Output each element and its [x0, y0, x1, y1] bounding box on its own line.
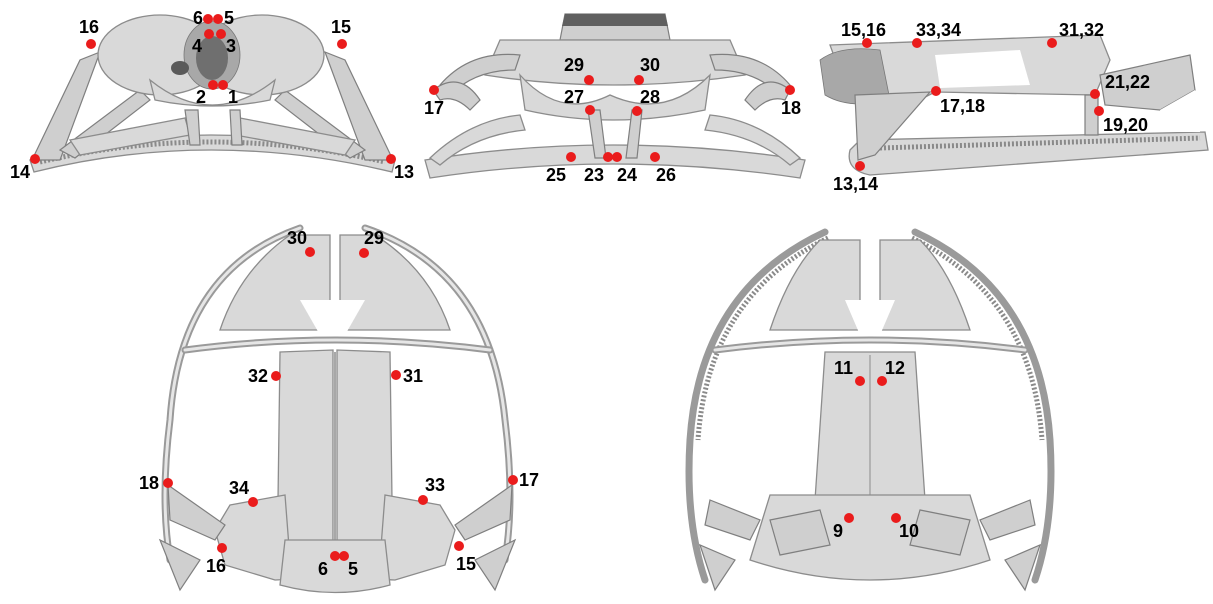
landmark-dot-15	[454, 541, 464, 551]
landmark-label-23: 23	[584, 165, 604, 185]
landmark-label-5: 5	[224, 8, 234, 28]
landmark-label-17-18: 17,18	[940, 96, 985, 116]
landmark-label-24: 24	[617, 165, 637, 185]
landmark-dot-3	[216, 29, 226, 39]
landmark-dot-15	[337, 39, 347, 49]
landmark-dot-33	[418, 495, 428, 505]
landmark-dot-24	[612, 152, 622, 162]
landmark-label-2: 2	[196, 87, 206, 107]
landmark-dot-34	[248, 497, 258, 507]
landmark-dot-2	[208, 80, 218, 90]
landmark-dot-1	[218, 80, 228, 90]
landmark-label-15: 15	[331, 17, 351, 37]
landmark-dot-28	[632, 106, 642, 116]
landmark-label-31-32: 31,32	[1059, 20, 1104, 40]
landmark-label-5: 5	[348, 559, 358, 579]
landmark-dot-16	[217, 543, 227, 553]
ventral-view-panel: 11 12 9 10	[689, 232, 1051, 590]
landmark-dot-30	[634, 75, 644, 85]
landmark-label-16: 16	[206, 556, 226, 576]
landmark-dot-32	[271, 371, 281, 381]
landmark-dot-21-22	[1090, 89, 1100, 99]
dorsal-skull-illustration	[160, 228, 515, 593]
landmark-label-33: 33	[425, 475, 445, 495]
landmark-label-34: 34	[229, 478, 249, 498]
landmark-label-14: 14	[10, 162, 30, 182]
landmark-label-6: 6	[318, 559, 328, 579]
landmark-dot-18	[785, 85, 795, 95]
dorsal-view-panel: 30 29 32 31 18 17 34 33 16 15 6 5	[139, 228, 539, 593]
landmark-dot-27	[585, 105, 595, 115]
landmark-label-12: 12	[885, 358, 905, 378]
landmark-dot-14	[30, 154, 40, 164]
landmark-label-33-34: 33,34	[916, 20, 961, 40]
landmark-dot-16	[86, 39, 96, 49]
landmark-dot-13-14	[855, 161, 865, 171]
landmark-dot-6	[330, 551, 340, 561]
landmark-dot-6	[203, 14, 213, 24]
landmark-dot-18	[163, 478, 173, 488]
landmark-label-32: 32	[248, 366, 268, 386]
landmark-label-16: 16	[79, 17, 99, 37]
lateral-skull-illustration	[820, 35, 1208, 175]
landmark-dot-30	[305, 247, 315, 257]
anterior-view-panel: 29 30 27 28 17 18 25 23 24 26	[424, 14, 805, 185]
landmark-dot-23	[603, 152, 613, 162]
landmark-label-10: 10	[899, 521, 919, 541]
landmark-label-27: 27	[564, 87, 584, 107]
landmark-dot-4	[204, 29, 214, 39]
landmark-label-9: 9	[833, 521, 843, 541]
landmark-dot-17-18	[931, 86, 941, 96]
landmark-label-25: 25	[546, 165, 566, 185]
posterior-view-panel: 6 5 4 3 2 1 16 15 14 13	[10, 8, 414, 182]
landmark-label-19-20: 19,20	[1103, 115, 1148, 135]
landmark-dot-9	[844, 513, 854, 523]
landmark-dot-31-32	[1047, 38, 1057, 48]
landmark-label-31: 31	[403, 366, 423, 386]
landmark-dot-29	[359, 248, 369, 258]
landmark-label-26: 26	[656, 165, 676, 185]
landmark-dot-11	[855, 376, 865, 386]
landmark-label-3: 3	[226, 36, 236, 56]
landmark-label-29: 29	[564, 55, 584, 75]
landmark-label-21-22: 21,22	[1105, 72, 1150, 92]
landmark-dot-17	[429, 85, 439, 95]
landmark-label-6: 6	[193, 8, 203, 28]
landmark-label-17: 17	[519, 470, 539, 490]
landmark-label-13: 13	[394, 162, 414, 182]
posterior-skull-illustration	[30, 15, 395, 172]
ventral-skull-illustration	[689, 232, 1051, 590]
landmark-dot-29	[584, 75, 594, 85]
landmark-label-13-14: 13,14	[833, 174, 878, 194]
landmark-dot-26	[650, 152, 660, 162]
lateral-view-panel: 15,16 33,34 31,32 17,18 21,22 19,20 13,1…	[820, 20, 1208, 194]
landmark-dot-31	[391, 370, 401, 380]
landmark-label-15-16: 15,16	[841, 20, 886, 40]
landmark-label-1: 1	[228, 87, 238, 107]
landmark-label-30: 30	[640, 55, 660, 75]
landmark-label-15: 15	[456, 554, 476, 574]
landmark-label-11: 11	[834, 358, 853, 378]
landmark-label-28: 28	[640, 87, 660, 107]
landmark-dot-5	[213, 14, 223, 24]
landmark-label-18: 18	[781, 98, 801, 118]
landmark-dot-25	[566, 152, 576, 162]
landmark-label-30: 30	[287, 228, 307, 248]
landmark-label-17: 17	[424, 98, 444, 118]
landmark-dot-17	[508, 475, 518, 485]
landmark-label-18: 18	[139, 473, 159, 493]
landmark-label-29: 29	[364, 228, 384, 248]
landmark-label-4: 4	[192, 36, 202, 56]
